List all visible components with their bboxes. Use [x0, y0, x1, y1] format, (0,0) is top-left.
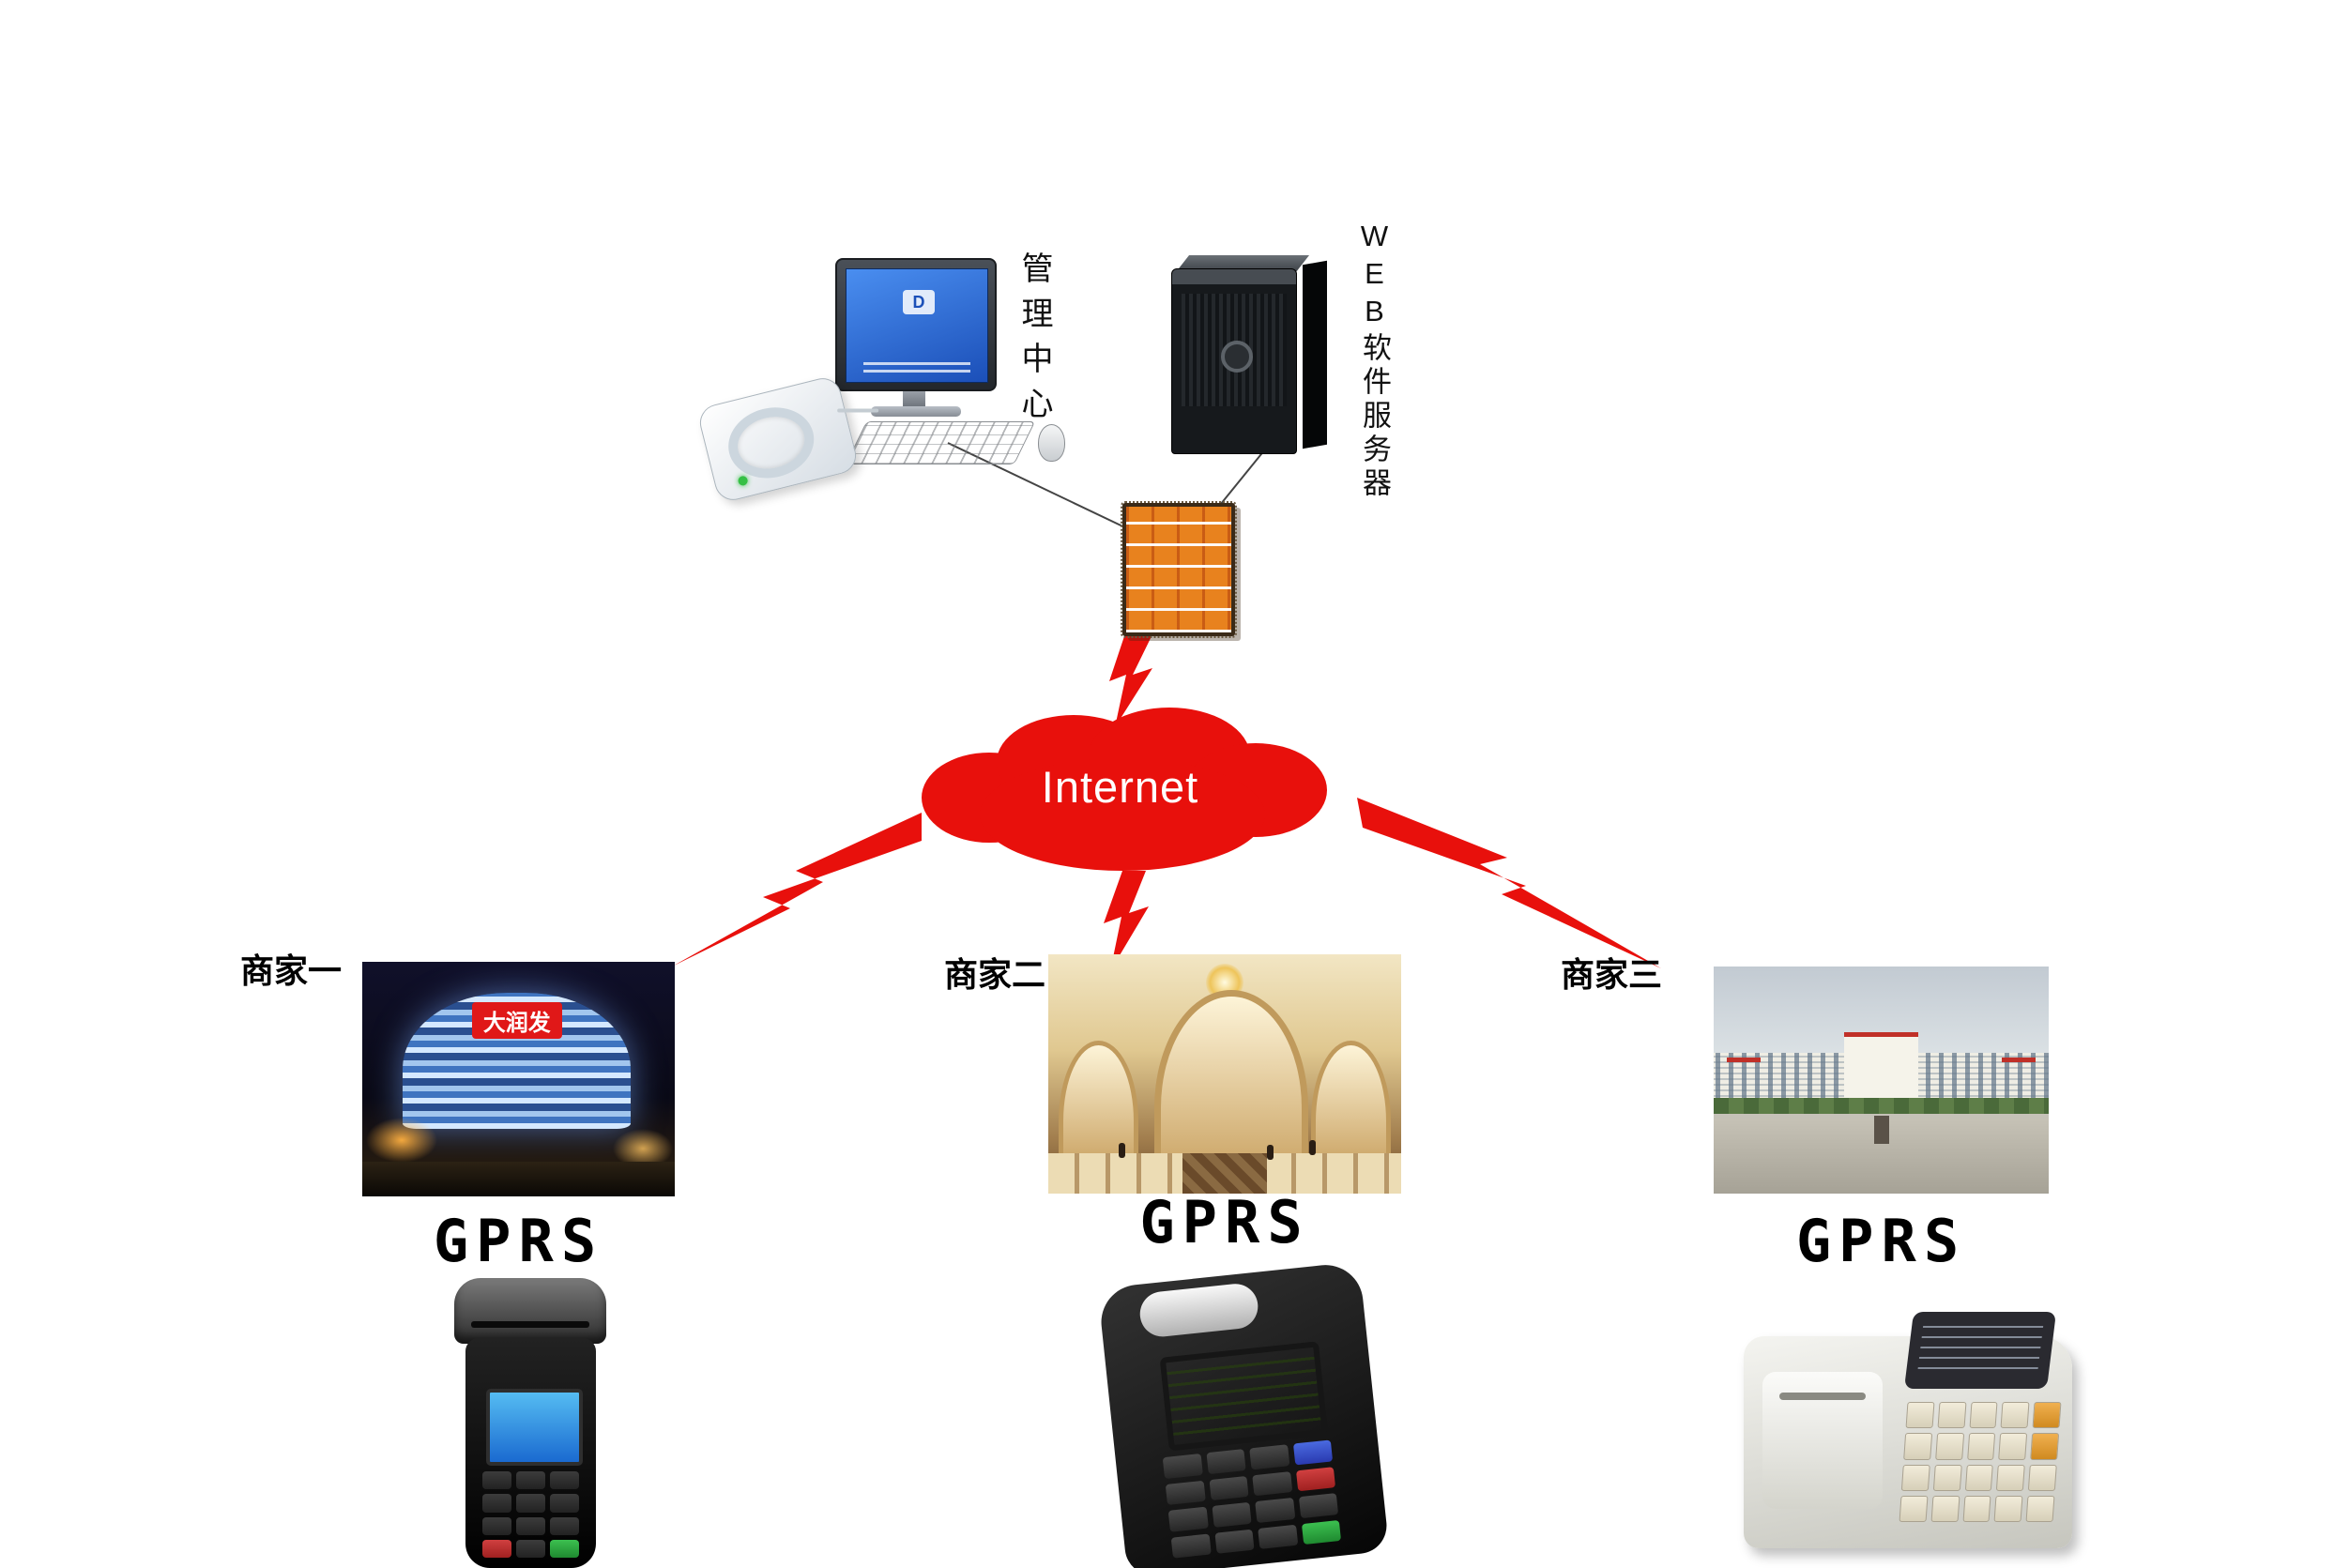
- firewall-icon: [1121, 501, 1237, 638]
- pos3-screen-frame: [1903, 1312, 2057, 1389]
- pos3-paper-slot: [1779, 1393, 1866, 1400]
- mall-building: 大润发: [403, 992, 632, 1129]
- merchant-3-label: 商家三: [1561, 955, 1663, 994]
- lobby-floor-runner: [1182, 1152, 1268, 1194]
- mouse: [1038, 424, 1065, 462]
- pos3-keypad: [1899, 1402, 2062, 1522]
- pos1-printer: [454, 1278, 606, 1344]
- gprs-label-3: GPRS: [1795, 1207, 1967, 1275]
- merchant-2-label: 商家二: [944, 955, 1046, 994]
- merchant-2-photo: [1048, 954, 1401, 1194]
- building-center-tower: [1844, 1032, 1918, 1108]
- web-server-label: WEB软件服务器: [1358, 220, 1391, 501]
- merchant-1-label: 商家一: [240, 951, 343, 990]
- server-side-face: [1303, 260, 1327, 449]
- pos1-paper-slot: [471, 1321, 589, 1328]
- monitor-screen: D: [846, 268, 988, 383]
- plaza-monument: [1874, 1115, 1890, 1144]
- web-server-tower: [1162, 253, 1333, 458]
- monitor-base: [871, 406, 961, 417]
- pos1-keypad: [482, 1471, 579, 1558]
- lobby-arch: [1153, 990, 1309, 1155]
- pos3-screen: [1916, 1321, 2044, 1378]
- card-reader-cable: [837, 408, 879, 413]
- pos-terminal-1: [439, 1278, 622, 1568]
- pos1-screen: [486, 1389, 583, 1466]
- lobby-figure: [1267, 1145, 1274, 1161]
- rt-mart-sign: 大润发: [471, 1001, 562, 1039]
- card-reader-antenna-ring: [721, 398, 822, 487]
- pos-terminal-2: [1097, 1261, 1390, 1568]
- keyboard: [845, 421, 1036, 464]
- lobby-figure: [1309, 1140, 1317, 1156]
- merchant-3-photo: [1714, 967, 2049, 1194]
- street-light-glow: [366, 1118, 437, 1163]
- screen-text-line: [863, 362, 970, 365]
- merchant-1-photo: 大润发: [362, 962, 675, 1196]
- monitor-stand: [903, 391, 925, 408]
- pos2-keypad: [1162, 1439, 1342, 1559]
- lobby-arch: [1310, 1040, 1391, 1153]
- building-red-sign: [2002, 1057, 2036, 1062]
- internet-label: Internet: [1041, 761, 1199, 812]
- lightning-bolt-cloud-merchant1: [672, 813, 922, 967]
- screen-text-line: [863, 370, 970, 373]
- card-reader-led: [737, 475, 749, 487]
- internet-cloud-shape: [922, 708, 1327, 871]
- card-reader: [695, 373, 879, 505]
- gprs-label-1: GPRS: [433, 1207, 604, 1275]
- screen-logo: D: [903, 289, 935, 314]
- pos-terminal-3: [1744, 1312, 2072, 1558]
- street-foreground: [362, 1161, 675, 1196]
- management-center-label: 管理中心: [1016, 251, 1052, 432]
- lightning-bolt-cloud-merchant3: [1357, 798, 1661, 968]
- server-front-face: [1171, 268, 1297, 454]
- server-logo-badge: [1221, 341, 1253, 373]
- gprs-label-2: GPRS: [1139, 1188, 1310, 1256]
- building-red-sign: [1727, 1057, 1761, 1062]
- lobby-arch: [1059, 1040, 1139, 1153]
- management-pc-monitor: D: [835, 258, 997, 391]
- lobby-figure: [1119, 1142, 1126, 1158]
- pos2-screen: [1159, 1341, 1329, 1452]
- tree-row: [1714, 1098, 2049, 1115]
